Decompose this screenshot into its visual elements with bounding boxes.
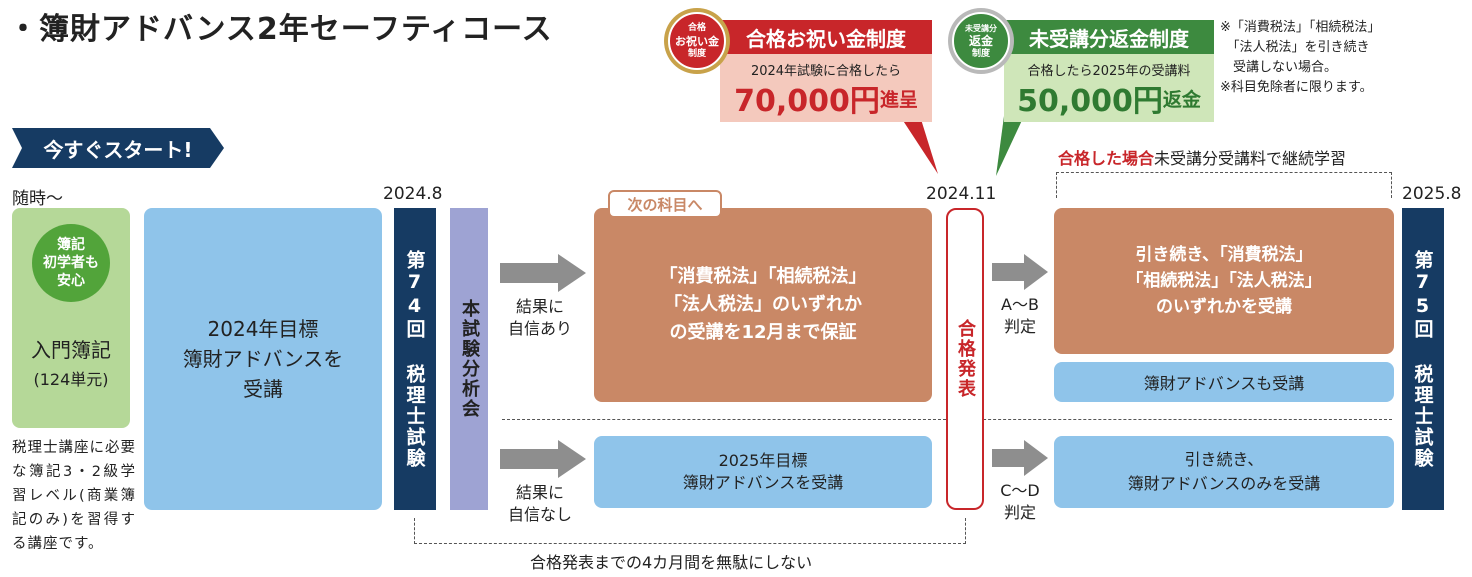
- intro-course-units: (124単元): [33, 370, 109, 389]
- next-subject-box: 「消費税法」「相続税法」 「法人税法」のいずれか の受講を12月まで保証: [594, 208, 932, 402]
- callout-red-pointer: [900, 116, 938, 174]
- analysis-label: 本試験分析会: [459, 299, 480, 419]
- celebration-seal-2: お祝い金: [675, 34, 719, 48]
- refund-body: 合格したら2025年の受講料 50,000円返金: [1004, 54, 1214, 122]
- refund-amount-line: 50,000円返金: [1004, 80, 1214, 119]
- start-badge: 今すぐスタート!: [12, 128, 224, 168]
- judge-ab: A〜B 判定: [1001, 295, 1039, 336]
- date-anytime: 随時〜: [12, 189, 63, 209]
- exam-74-bar: 第74回 税理士試験: [394, 208, 436, 510]
- refund-seal-2: 返金: [968, 33, 993, 48]
- refund-sub: 合格したら2025年の受講料: [1027, 64, 1191, 79]
- footnotes: ※「消費税法」「相続税法」 「法人税法」を引き続き 受講しない場合。 ※科目免除…: [1220, 20, 1381, 95]
- continue-bracket: [1056, 172, 1392, 198]
- continue-heading: 合格した場合未受講分受講料で継続学習: [1058, 145, 1346, 169]
- exam-75-bar: 第75回 税理士試験: [1402, 208, 1444, 510]
- date-2025-8: 2025.8: [1402, 184, 1462, 204]
- callout-green-pointer: [996, 116, 1024, 176]
- confident-label: 結果に 自信あり: [507, 297, 572, 338]
- celebration-seal-1: 合格: [687, 22, 706, 33]
- celebration-amount: 70,000円: [734, 84, 880, 119]
- bottom-bracket: [414, 518, 966, 544]
- arrow-cd: [992, 440, 1048, 476]
- arrow-ab: [992, 254, 1048, 290]
- unconfident-box: 2025年目標 簿財アドバンスを受講: [594, 436, 932, 508]
- intro-course-note: 税理士講座に必要な簿記3・2級学習レベル(商業簿記のみ)を習得する講座です。: [12, 440, 136, 552]
- cd-box: 引き続き、 簿財アドバンスのみを受講: [1054, 436, 1394, 508]
- refund-seal: 未受講分 返金 制度: [948, 8, 1014, 74]
- beginner-safe-circle: 簿記 初学者も 安心: [32, 224, 110, 302]
- continue-heading-rest: 未受講分受講料で継続学習: [1154, 149, 1347, 168]
- celebration-suffix: 進呈: [879, 88, 918, 111]
- page-title: ・簿財アドバンス2年セーフティコース: [8, 12, 553, 47]
- exam-74-label: 第74回 税理士試験: [403, 249, 426, 469]
- celebration-seal-3: 制度: [687, 48, 706, 59]
- refund-head: 未受講分返金制度: [1004, 20, 1214, 54]
- start-badge-label: 今すぐスタート!: [43, 137, 193, 162]
- unconfident-label: 結果に 自信なし: [507, 483, 572, 524]
- also-box: 簿財アドバンスも受講: [1054, 362, 1394, 402]
- refund-seal-1: 未受講分: [965, 23, 997, 33]
- continue-box: 引き続き、「消費税法」 「相続税法」「法人税法」 のいずれかを受講: [1054, 208, 1394, 354]
- celebration-seal: 合格 お祝い金 制度: [664, 8, 730, 74]
- analysis-bar: 本試験分析会: [450, 208, 488, 510]
- continue-heading-red: 合格した場合: [1058, 149, 1155, 168]
- celebration-sub: 2024年試験に合格したら: [750, 64, 902, 79]
- main-course-panel: 2024年目標 簿財アドバンスを 受講: [144, 208, 382, 510]
- exam-75-label: 第75回 税理士試験: [1411, 249, 1434, 469]
- celebration-amount-line: 70,000円進呈: [720, 80, 932, 119]
- intro-course-panel: 簿記 初学者も 安心 入門簿記 (124単元): [12, 208, 130, 428]
- next-subject-tab: 次の科目へ: [608, 190, 722, 218]
- refund-seal-3: 制度: [971, 48, 990, 59]
- celebration-body: 2024年試験に合格したら 70,000円進呈: [720, 54, 932, 122]
- intro-course-name: 入門簿記: [31, 338, 111, 362]
- start-badge-shape: [12, 128, 224, 168]
- celebration-head: 合格お祝い金制度: [720, 20, 932, 54]
- bottom-note: 合格発表までの4カ月間を無駄にしない: [530, 553, 813, 572]
- judge-cd: C〜D 判定: [1000, 481, 1040, 522]
- arrow-confident: [500, 254, 586, 292]
- arrow-unconfident: [500, 440, 586, 478]
- date-2024-8: 2024.8: [383, 184, 443, 204]
- refund-amount: 50,000円: [1017, 84, 1163, 119]
- announcement-box: 合格発表: [946, 208, 984, 510]
- announcement-label: 合格発表: [955, 319, 976, 399]
- refund-suffix: 返金: [1162, 88, 1201, 111]
- date-2024-11: 2024.11: [926, 184, 997, 204]
